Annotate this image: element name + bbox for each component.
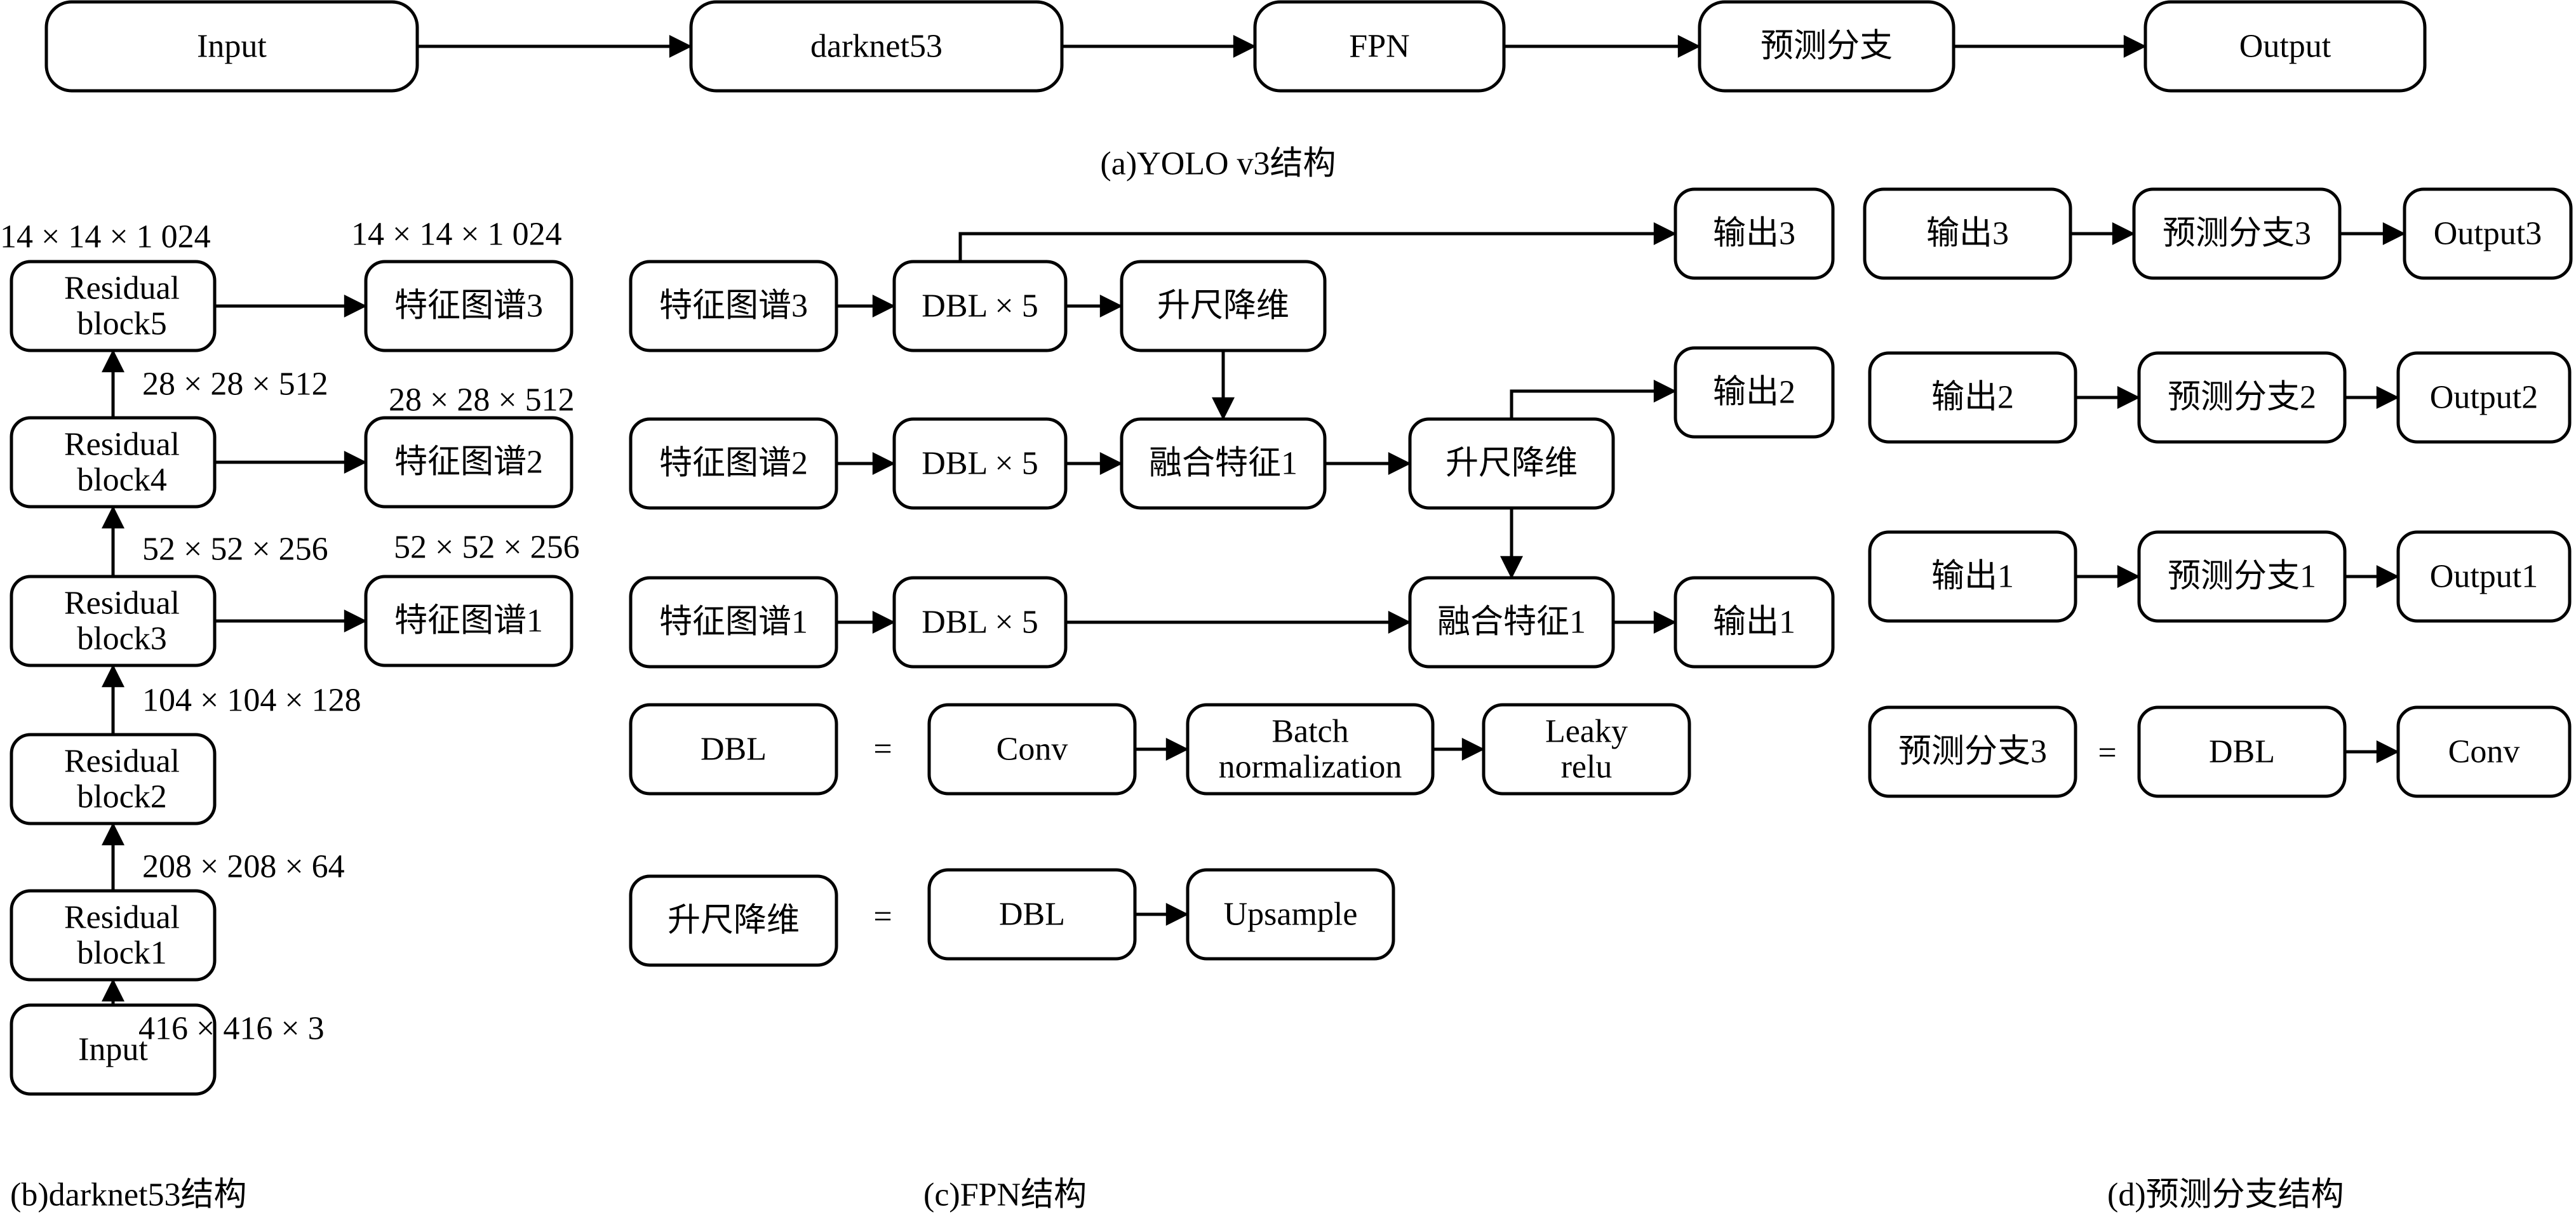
residual-block4-line1: Residual	[64, 427, 180, 463]
branch-output2-label: Output2	[2430, 380, 2538, 416]
fpn-fuse-row2-label: 融合特征1	[1149, 446, 1298, 482]
legend-upsample-reduce-label: 升尺降维	[667, 903, 800, 939]
caption-b: (b)darknet53结构	[10, 1177, 247, 1213]
residual-block2-line2: block2	[77, 779, 167, 815]
top-branch-label: 预测分支	[1761, 29, 1893, 65]
dim-14: 14 × 14 × 1 024	[0, 219, 211, 255]
fpn-output1-label: 输出1	[1713, 604, 1795, 641]
caption-c: (c)FPN结构	[923, 1177, 1087, 1213]
legend-conv-label: Conv	[996, 731, 1068, 768]
top-input-label: Input	[197, 29, 267, 65]
darknet-feature2-label: 特征图谱2	[394, 444, 543, 481]
residual-block1-line1: Residual	[64, 900, 180, 936]
legend-upsample-label: Upsample	[1224, 897, 1358, 933]
top-output-label: Output	[2239, 29, 2331, 65]
dim-104: 104 × 104 × 128	[142, 683, 361, 719]
fpn-output3-label: 输出3	[1713, 216, 1795, 252]
caption-d: (d)预测分支结构	[2107, 1177, 2344, 1213]
residual-block1-line2: block1	[77, 935, 167, 971]
legend-dbl-label: DBL	[701, 731, 767, 768]
branch-output3-label: Output3	[2434, 216, 2542, 252]
residual-block5-line1: Residual	[64, 270, 180, 307]
residual-block4-line2: block4	[77, 462, 167, 498]
top-fpn-label: FPN	[1349, 29, 1409, 65]
fpn-dbl5-row2-label: DBL × 5	[922, 446, 1038, 482]
fpn-feature1-label: 特征图谱1	[659, 604, 808, 641]
residual-block5-line2: block5	[77, 306, 167, 342]
branch-legend-conv-label: Conv	[2448, 734, 2520, 770]
fpn-upsample-row3-label: 升尺降维	[1157, 288, 1289, 324]
branch-legend-label: 预测分支3	[1898, 734, 2047, 770]
caption-a: (a)YOLO v3结构	[1100, 146, 1336, 182]
fpn-dbl5-row1-label: DBL × 5	[922, 604, 1038, 641]
legend-upsample-reduce-box	[629, 874, 838, 967]
legend-equals-1: =	[873, 731, 892, 768]
branch-input3-label: 输出3	[1926, 216, 2009, 252]
branch-legend-dbl-label: DBL	[2209, 734, 2275, 770]
branch-structure	[1863, 187, 2573, 798]
feature-dim-14: 14 × 14 × 1 024	[351, 217, 562, 253]
dim-52: 52 × 52 × 256	[142, 531, 328, 568]
top-darknet-label: darknet53	[810, 29, 943, 65]
residual-block3-line2: block3	[77, 621, 167, 657]
residual-block3-line1: Residual	[64, 585, 180, 622]
fpn-feature3-label: 特征图谱3	[659, 288, 808, 324]
fpn-upsample-row2-label: 升尺降维	[1446, 446, 1578, 482]
branch-branch2-label: 预测分支2	[2168, 380, 2316, 416]
dim-28: 28 × 28 × 512	[142, 366, 328, 403]
darknet-feature3-label: 特征图谱3	[394, 288, 543, 324]
branch-legend-box	[1868, 705, 2077, 798]
fpn-arrow-upsample2-output2	[1510, 380, 1677, 419]
branch-legend-equals: =	[2098, 735, 2116, 771]
branch-branch3-label: 预测分支3	[2163, 216, 2311, 252]
fpn-output2-label: 输出2	[1713, 375, 1795, 411]
fpn-arrow-dbl3-output3	[958, 222, 1677, 262]
feature-dim-28: 28 × 28 × 512	[389, 382, 575, 418]
branch-input2-label: 输出2	[1931, 380, 2014, 416]
legend-batchnorm-line1: Batch	[1271, 714, 1348, 750]
residual-block2-line1: Residual	[64, 744, 180, 780]
branch-input1-label: 输出1	[1931, 559, 2014, 595]
darknet-structure	[10, 260, 574, 1096]
legend-leaky-line2: relu	[1561, 749, 1613, 785]
fpn-dbl5-row3-label: DBL × 5	[922, 288, 1038, 324]
legend-dbl2-label: DBL	[999, 897, 1065, 933]
legend-dbl-box	[629, 703, 838, 796]
dim-208: 208 × 208 × 64	[142, 849, 345, 885]
darknet-feature1-label: 特征图谱1	[394, 603, 543, 639]
fpn-feature2-label: 特征图谱2	[659, 446, 808, 482]
darknet-input-label: Input	[78, 1032, 148, 1068]
legend-equals-2: =	[873, 899, 892, 935]
fpn-structure	[629, 187, 1835, 967]
legend-leaky-line1: Leaky	[1545, 714, 1628, 750]
top-flow	[44, 0, 2427, 93]
branch-branch1-label: 预测分支1	[2168, 559, 2316, 595]
branch-output1-label: Output1	[2430, 559, 2538, 595]
feature-dim-52: 52 × 52 × 256	[394, 530, 580, 566]
dim-416: 416 × 416 × 3	[138, 1011, 325, 1047]
fpn-fuse-row1-label: 融合特征1	[1437, 604, 1586, 641]
legend-batchnorm-line2: normalization	[1219, 749, 1402, 785]
